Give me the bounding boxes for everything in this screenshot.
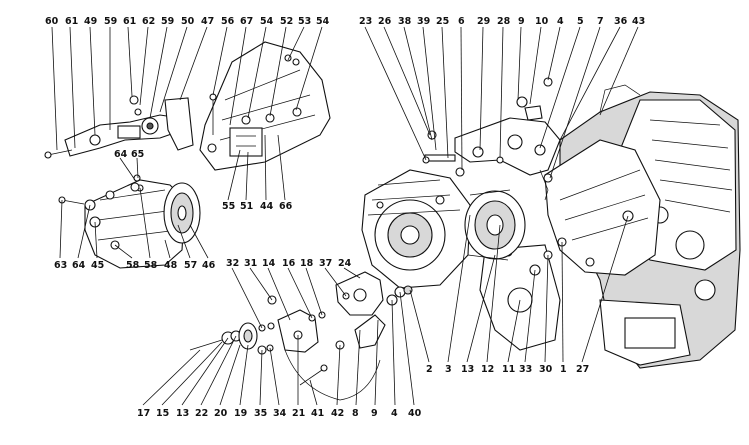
label-5: 5 (577, 16, 584, 27)
label-51: 51 (240, 201, 253, 212)
label-4-b: 4 (391, 408, 398, 419)
label-24: 24 (338, 258, 352, 269)
label-10: 10 (535, 16, 549, 27)
label-61-b: 61 (123, 16, 136, 27)
label-64-b: 64 (72, 260, 86, 271)
drive-pulley (464, 189, 526, 261)
label-58-b: 58 (144, 260, 158, 271)
label-16: 16 (282, 258, 296, 269)
label-47: 47 (201, 16, 214, 27)
label-54: 54 (260, 16, 274, 27)
label-45: 45 (91, 260, 104, 271)
label-7: 7 (597, 16, 604, 27)
label-12: 12 (481, 364, 494, 375)
label-18: 18 (300, 258, 314, 269)
label-29: 29 (477, 16, 490, 27)
label-66: 66 (279, 201, 293, 212)
label-2: 2 (426, 364, 433, 375)
label-37: 37 (319, 258, 332, 269)
label-56: 56 (221, 16, 235, 27)
label-43: 43 (632, 16, 645, 27)
belt-tensioner-assembly (189, 271, 413, 401)
label-42: 42 (331, 408, 344, 419)
cover-bracket (199, 41, 331, 171)
label-26: 26 (378, 16, 392, 27)
label-48: 48 (164, 260, 178, 271)
label-59-b: 59 (161, 16, 174, 27)
label-38: 38 (398, 16, 412, 27)
label-46: 46 (202, 260, 216, 271)
part-number-labels: 60 61 49 59 61 62 59 50 47 56 67 54 52 5… (45, 16, 645, 419)
label-50: 50 (181, 16, 195, 27)
label-61: 61 (65, 16, 78, 27)
label-32: 32 (226, 258, 239, 269)
label-53: 53 (298, 16, 311, 27)
leader-lines (51, 26, 639, 406)
label-17: 17 (137, 408, 150, 419)
label-44: 44 (260, 201, 274, 212)
small-fasteners-upper (422, 130, 504, 177)
upper-left-bracket (44, 95, 194, 159)
label-9: 9 (518, 16, 525, 27)
label-4: 4 (557, 16, 564, 27)
label-1: 1 (560, 364, 567, 375)
label-8: 8 (352, 408, 359, 419)
label-34: 34 (273, 408, 287, 419)
label-27: 27 (576, 364, 589, 375)
label-49: 49 (84, 16, 97, 27)
label-59: 59 (104, 16, 117, 27)
timing-cover (544, 139, 661, 276)
label-35: 35 (254, 408, 267, 419)
label-22: 22 (195, 408, 208, 419)
label-33: 33 (519, 364, 532, 375)
label-3: 3 (445, 364, 452, 375)
label-39: 39 (417, 16, 430, 27)
label-13-b: 13 (176, 408, 189, 419)
label-11: 11 (502, 364, 515, 375)
label-41: 41 (311, 408, 324, 419)
label-30: 30 (539, 364, 553, 375)
label-40: 40 (408, 408, 422, 419)
label-19: 19 (234, 408, 247, 419)
label-36: 36 (614, 16, 628, 27)
upper-bracket-right (454, 77, 561, 201)
ac-compressor (58, 174, 201, 269)
label-25: 25 (436, 16, 449, 27)
label-65: 65 (131, 149, 144, 160)
label-15: 15 (156, 408, 169, 419)
label-20: 20 (214, 408, 228, 419)
alternator-body (361, 169, 471, 289)
label-64: 64 (114, 149, 128, 160)
label-28: 28 (497, 16, 511, 27)
label-21: 21 (292, 408, 305, 419)
label-60: 60 (45, 16, 59, 27)
label-67: 67 (240, 16, 253, 27)
label-6: 6 (458, 16, 465, 27)
label-62: 62 (142, 16, 155, 27)
label-55: 55 (222, 201, 235, 212)
label-13: 13 (461, 364, 474, 375)
label-9-b: 9 (371, 408, 378, 419)
label-14: 14 (262, 258, 276, 269)
label-52: 52 (280, 16, 293, 27)
label-23: 23 (359, 16, 372, 27)
label-57: 57 (184, 260, 197, 271)
label-58: 58 (126, 260, 140, 271)
label-54-b: 54 (316, 16, 330, 27)
label-31: 31 (244, 258, 257, 269)
label-63: 63 (54, 260, 67, 271)
